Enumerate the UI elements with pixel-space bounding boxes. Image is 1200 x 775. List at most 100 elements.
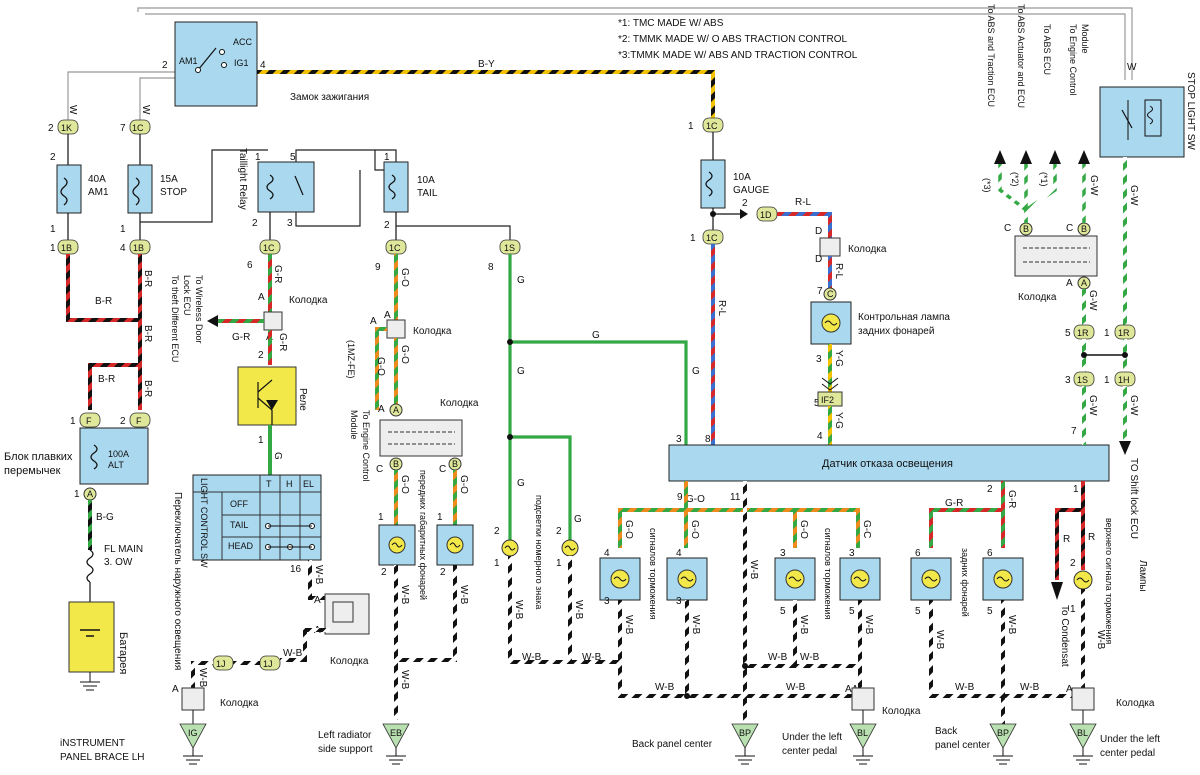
svg-text:1S: 1S (504, 243, 515, 253)
svg-text:W-B: W-B (1095, 630, 1106, 650)
svg-text:W-B: W-B (522, 652, 542, 663)
svg-text:1: 1 (1104, 328, 1110, 339)
light-switch-label: Переключатель наружного освещения (172, 492, 183, 670)
connector-kolodka-bl2 (1071, 687, 1095, 711)
svg-text:7: 7 (120, 123, 126, 134)
svg-text:4: 4 (676, 548, 682, 559)
svg-text:1C: 1C (706, 121, 718, 131)
svg-text:W-B: W-B (690, 615, 701, 635)
svg-text:W-B: W-B (458, 585, 469, 605)
svg-text:Y-G: Y-G (833, 350, 844, 367)
svg-text:3: 3 (676, 596, 682, 607)
svg-text:G-O: G-O (623, 520, 634, 539)
svg-text:G-O: G-O (798, 520, 809, 539)
wire-g-main (507, 254, 688, 540)
svg-text:2: 2 (381, 567, 387, 578)
svg-text:Taillight Relay: Taillight Relay (237, 148, 248, 210)
svg-text:A: A (1066, 278, 1073, 289)
svg-text:W-B: W-B (863, 615, 874, 635)
svg-text:8: 8 (488, 262, 494, 273)
svg-text:T: T (266, 479, 272, 489)
svg-text:верхнего сигнала торможения: верхнего сигнала торможения (1104, 518, 1114, 644)
svg-text:G: G (517, 478, 525, 489)
svg-text:G-O: G-O (399, 268, 410, 287)
svg-text:G-W: G-W (1088, 175, 1099, 196)
svg-text:1C: 1C (263, 243, 275, 253)
svg-text:Back: Back (935, 726, 958, 737)
note-3: *3:TMMK MADE W/ ABS AND TRACTION CONTROL (618, 50, 858, 61)
svg-text:2: 2 (258, 350, 264, 361)
rele-transistor: Реле 1 (237, 366, 308, 446)
svg-text:1B: 1B (133, 243, 144, 253)
svg-text:ALT: ALT (108, 460, 124, 470)
svg-text:A: A (172, 684, 179, 695)
svg-text:G: G (517, 275, 525, 286)
svg-text:C: C (1004, 223, 1011, 234)
svg-text:1: 1 (1104, 375, 1110, 386)
svg-text:6: 6 (915, 548, 921, 559)
lighting-failure-sensor: Датчик отказа освещения (668, 444, 1110, 482)
svg-text:B: B (393, 459, 399, 469)
svg-text:G-W: G-W (1087, 290, 1098, 311)
battery: Батарея (68, 601, 129, 691)
svg-text:1R: 1R (1118, 328, 1130, 338)
connector-kolodka-bl (851, 687, 875, 711)
brake-lamp-3: 3 5 (774, 548, 816, 617)
svg-text:1: 1 (494, 558, 500, 569)
svg-text:B-G: B-G (96, 512, 114, 523)
plate-lamp-right: 2 1 (556, 526, 579, 569)
svg-text:W-B: W-B (768, 652, 788, 663)
svg-text:BL: BL (1077, 728, 1088, 738)
svg-text:сигналов торможения: сигналов торможения (648, 528, 658, 620)
svg-text:LIGHT CONTROL SW: LIGHT CONTROL SW (199, 478, 209, 568)
svg-text:G-R: G-R (277, 333, 288, 351)
svg-text:Колодка: Колодка (848, 244, 887, 255)
svg-text:W-B: W-B (934, 630, 945, 650)
fuse-stop: 15A STOP 1 (120, 134, 187, 240)
svg-text:1: 1 (50, 243, 56, 254)
svg-text:Колодка: Колодка (330, 656, 369, 667)
ignition-switch: AM1 ACC IG1 2 4 Замок зажигания (162, 21, 369, 107)
svg-text:Колодка: Колодка (289, 295, 328, 306)
svg-text:2: 2 (162, 60, 168, 71)
svg-text:2: 2 (48, 123, 54, 134)
warning-lamp: Контрольная лампа задних фонарей 3 (810, 301, 950, 365)
note-1: *1: TMC MADE W/ ABS (618, 18, 724, 29)
svg-text:G-R: G-R (232, 332, 250, 343)
svg-text:center pedal: center pedal (1100, 748, 1155, 759)
svg-text:IG: IG (188, 728, 198, 738)
svg-text:A: A (258, 292, 265, 303)
svg-text:1: 1 (688, 121, 694, 132)
svg-text:2: 2 (252, 218, 258, 229)
ground-bp-1: BP (731, 723, 759, 765)
svg-text:Датчик отказа освещения: Датчик отказа освещения (822, 458, 953, 470)
ground-bl-2: BL (1069, 723, 1097, 765)
svg-text:Module: Module (1080, 24, 1090, 54)
svg-text:Батарея: Батарея (117, 632, 129, 674)
svg-text:G: G (517, 366, 525, 377)
svg-text:перемычек: перемычек (4, 465, 61, 477)
svg-text:W-B: W-B (313, 565, 324, 585)
svg-text:G: G (272, 452, 283, 460)
svg-text:To ABS ECU: To ABS ECU (1042, 24, 1052, 75)
fuse-gauge: 1C 1 10A GAUGE 2 1D 1C 1 (688, 117, 778, 245)
svg-text:1: 1 (384, 152, 390, 163)
svg-text:EB: EB (390, 728, 402, 738)
svg-text:Колодка: Колодка (413, 326, 452, 337)
svg-text:W-B: W-B (573, 600, 584, 620)
svg-text:IG1: IG1 (234, 58, 249, 68)
svg-text:2: 2 (440, 567, 446, 578)
svg-text:3: 3 (849, 548, 855, 559)
svg-text:D: D (815, 254, 822, 265)
svg-text:5: 5 (780, 606, 786, 617)
svg-text:1: 1 (690, 233, 696, 244)
svg-text:TAIL: TAIL (230, 520, 248, 530)
svg-text:11: 11 (730, 492, 741, 503)
svg-text:3: 3 (604, 596, 610, 607)
wireless-label: To Wireless Door (194, 275, 204, 344)
stop-light-switch: STOP LIGHT SW (1099, 72, 1196, 158)
rear-lamp-1: 6 5 (910, 548, 952, 617)
svg-text:G-O: G-O (399, 345, 410, 364)
svg-text:A: A (384, 310, 391, 321)
svg-text:G-W: G-W (1087, 395, 1098, 416)
